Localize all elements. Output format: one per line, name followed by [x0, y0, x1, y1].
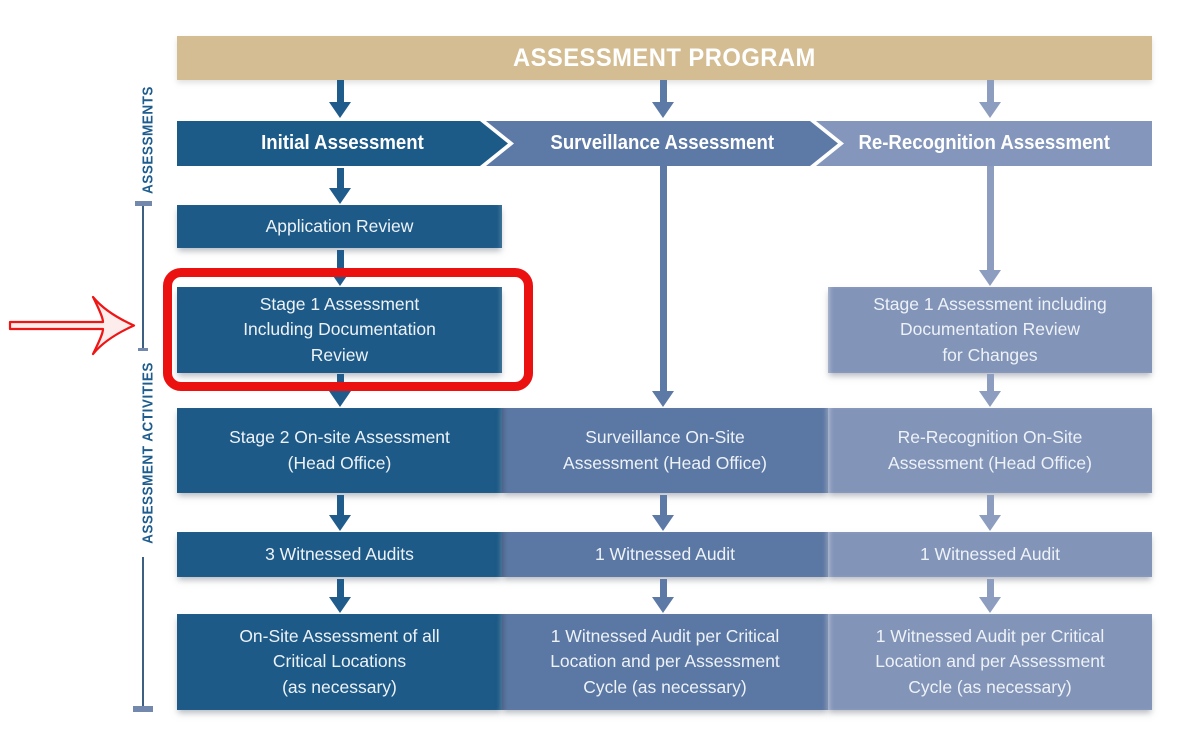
box-surveillance-1-witnessed: 1 Witnessed Audit	[502, 532, 828, 577]
box-rr-stage1-changes: Stage 1 Assessment including Documentati…	[828, 287, 1152, 373]
side-label-assessment-activities: ASSESSMENT ACTIVITIES	[139, 362, 157, 544]
box-rr-per-critical: 1 Witnessed Audit per Critical Location …	[828, 614, 1152, 710]
side-label-assessments: ASSESSMENTS	[139, 86, 157, 194]
down-arrow-icon	[329, 80, 351, 118]
banner-initial-label: Initial Assessment	[261, 132, 424, 154]
down-arrow-icon	[979, 374, 1001, 407]
highlight-box	[163, 268, 533, 391]
program-header: ASSESSMENT PROGRAM	[177, 36, 1152, 80]
box-application-review: Application Review	[177, 205, 502, 248]
down-arrow-icon	[979, 579, 1001, 613]
banner-re-recognition-label: Re-Recognition Assessment	[858, 132, 1110, 154]
down-arrow-icon	[652, 80, 674, 118]
bracket-bottom-cap	[133, 706, 153, 712]
box-3-witnessed-audits: 3 Witnessed Audits	[177, 532, 502, 577]
down-arrow-icon	[329, 495, 351, 531]
down-arrow-icon	[979, 80, 1001, 118]
down-arrow-icon	[979, 166, 1001, 286]
down-arrow-icon	[652, 166, 674, 407]
banner-surveillance-label: Surveillance Assessment	[550, 132, 774, 154]
box-stage2-onsite: Stage 2 On-site Assessment (Head Office)	[177, 408, 502, 493]
box-surveillance-per-critical: 1 Witnessed Audit per Critical Location …	[502, 614, 828, 710]
bracket-line-upper	[142, 206, 144, 348]
banner-re-recognition-assessment: Re-Recognition Assessment	[816, 121, 1152, 166]
bracket-top-cap	[135, 201, 152, 206]
bracket-mid-dash	[138, 348, 148, 351]
bracket-line-lower	[142, 557, 144, 708]
box-onsite-all-critical: On-Site Assessment of all Critical Locat…	[177, 614, 502, 710]
down-arrow-icon	[652, 579, 674, 613]
down-arrow-icon	[329, 168, 351, 204]
box-surveillance-onsite: Surveillance On-Site Assessment (Head Of…	[502, 408, 828, 493]
box-stage1-assessment: Stage 1 Assessment Including Documentati…	[177, 287, 502, 373]
box-rr-onsite: Re-Recognition On-Site Assessment (Head …	[828, 408, 1152, 493]
red-annotation-arrow	[8, 295, 136, 356]
down-arrow-icon	[329, 579, 351, 613]
down-arrow-icon	[979, 495, 1001, 531]
banner-surveillance-assessment: Surveillance Assessment	[486, 121, 838, 166]
box-rr-1-witnessed: 1 Witnessed Audit	[828, 532, 1152, 577]
program-title: ASSESSMENT PROGRAM	[513, 43, 816, 72]
down-arrow-icon	[652, 495, 674, 531]
banner-initial-assessment: Initial Assessment	[177, 121, 508, 166]
